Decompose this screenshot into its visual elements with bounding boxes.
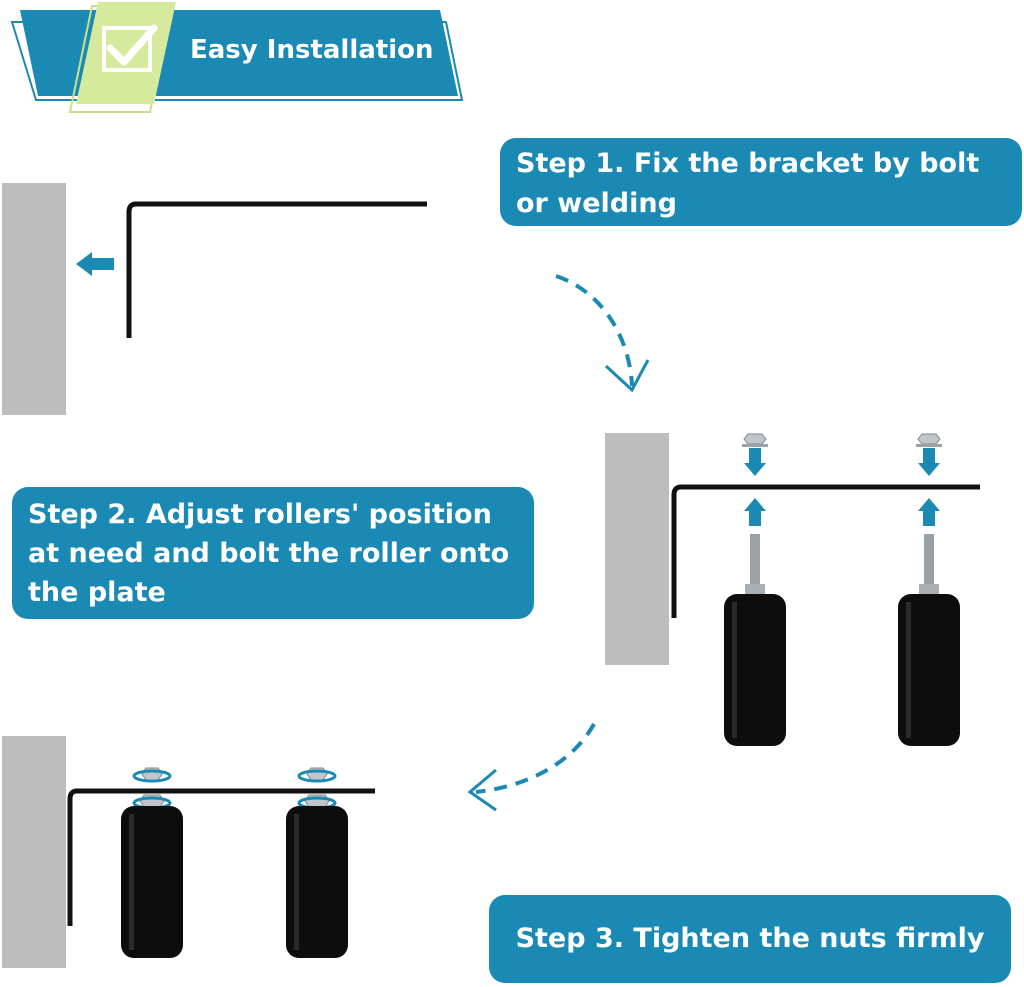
roller-right xyxy=(898,433,960,746)
bolt-stud xyxy=(924,534,934,590)
washer xyxy=(916,444,942,447)
flow-arrow-1 xyxy=(555,274,650,393)
roller-highlight xyxy=(906,602,911,738)
down-arrow xyxy=(918,448,940,476)
panel-step3 xyxy=(2,736,375,968)
nut xyxy=(743,433,767,445)
flow-arrow-2 xyxy=(467,723,596,812)
roller-body xyxy=(121,806,183,958)
down-arrow xyxy=(744,448,766,476)
washer xyxy=(742,444,768,447)
roller-right xyxy=(286,767,348,958)
roller-left xyxy=(724,433,786,746)
rotate-arrow-top xyxy=(297,769,337,783)
panel-step1 xyxy=(2,183,427,415)
move-left-arrow xyxy=(76,252,114,276)
roller-highlight xyxy=(732,602,737,738)
rotate-arrow-top xyxy=(132,769,172,783)
stud-nut xyxy=(745,584,765,594)
nut xyxy=(917,433,941,445)
bracket xyxy=(67,788,375,926)
roller-body xyxy=(286,806,348,958)
bracket xyxy=(126,201,427,338)
stud-nut xyxy=(919,584,939,594)
check-icon xyxy=(102,24,158,72)
panel-step2 xyxy=(605,433,980,746)
roller-highlight xyxy=(294,814,299,950)
roller-highlight xyxy=(129,814,134,950)
roller-left xyxy=(121,767,183,958)
up-arrow xyxy=(918,498,940,526)
wall xyxy=(2,736,66,968)
bracket xyxy=(671,484,980,618)
step-2-label: Step 2. Adjust rollers' position at need… xyxy=(12,487,534,619)
step-1-label: Step 1. Fix the bracket by bolt or weldi… xyxy=(500,138,1022,226)
roller-body xyxy=(898,594,960,746)
wall xyxy=(2,183,66,415)
step-3-label: Step 3. Tighten the nuts firmly xyxy=(489,895,1011,983)
bolt-stud xyxy=(750,534,760,590)
roller-body xyxy=(724,594,786,746)
banner xyxy=(10,2,464,113)
up-arrow xyxy=(744,498,766,526)
banner-title: Easy Installation xyxy=(190,35,434,65)
wall xyxy=(605,433,669,665)
